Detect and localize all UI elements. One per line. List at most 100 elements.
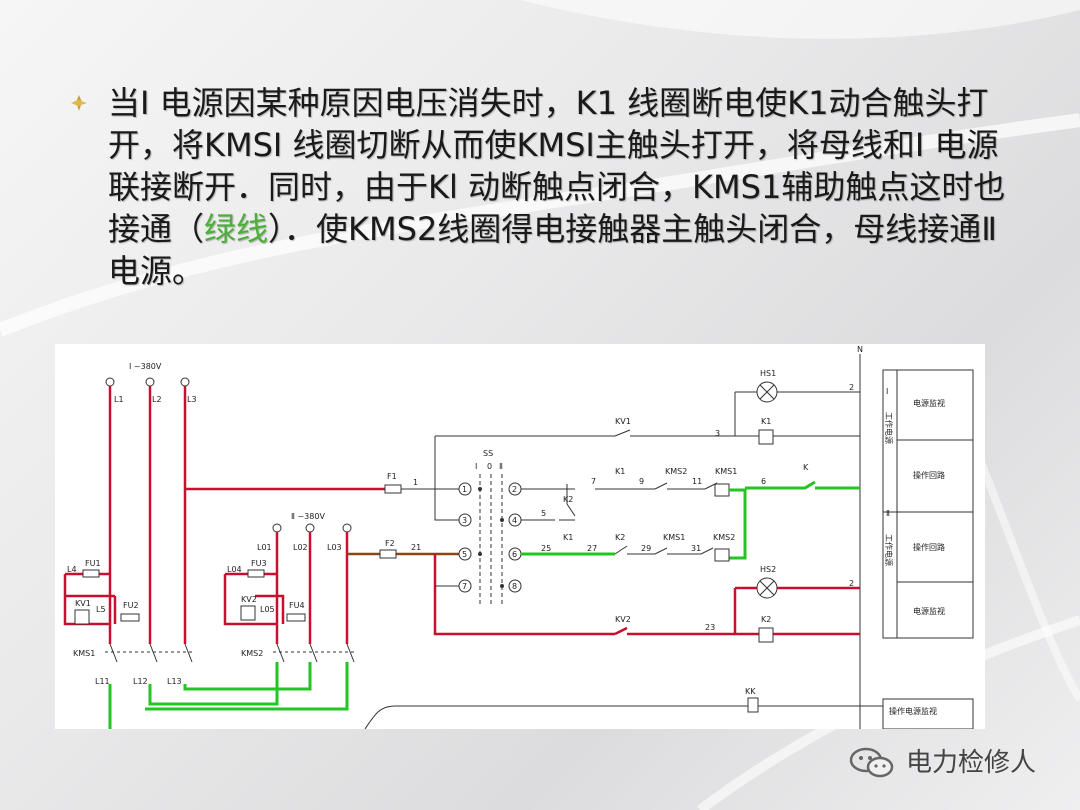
k1-nc-label: K1 <box>563 533 573 542</box>
label-n25: 25 <box>541 544 551 553</box>
label-l13: L13 <box>167 677 182 686</box>
label-n3: 3 <box>715 429 720 438</box>
ss-label: SS <box>483 449 493 458</box>
ss-t4: 4 <box>512 516 517 525</box>
kms2-contacts <box>273 643 355 663</box>
k2-contact-label: K2 <box>563 495 573 504</box>
label-n7: 7 <box>591 477 596 486</box>
ss-pos2: Ⅱ <box>499 462 503 471</box>
label-n2-bottom: 2 <box>849 579 854 588</box>
line-l3: L3 <box>187 395 197 404</box>
label-kms1: KMS1 <box>73 649 95 658</box>
row1-label: 电源监视 <box>913 398 945 408</box>
ss-t7: 7 <box>462 582 467 591</box>
label-l04: L04 <box>227 565 242 574</box>
side-vertical-text: 工作电源 工作电源 <box>884 412 894 566</box>
label-l05: L05 <box>260 605 275 614</box>
bottom-box-label: 操作电源监视 <box>889 706 937 716</box>
kv2-contact-label: KV2 <box>615 615 631 624</box>
label-l4: L4 <box>67 565 77 574</box>
label-kv1: KV1 <box>75 599 91 608</box>
side-work1-label: 工作电源 <box>884 412 894 444</box>
label-l11: L11 <box>95 677 110 686</box>
ss-t6: 6 <box>512 550 517 559</box>
label-n29: 29 <box>641 544 651 553</box>
label-n31: 31 <box>691 544 701 553</box>
wechat-icon <box>849 747 894 778</box>
source2-label: Ⅱ ~380V <box>291 512 325 521</box>
ss-t5: 5 <box>462 550 467 559</box>
ss-t3: 3 <box>462 516 467 525</box>
label-fu3: FU3 <box>251 559 267 568</box>
text-part-2: ）．使KMS2线圈得电接触器主触头闭合，母线接通Ⅱ电源。 <box>108 210 998 290</box>
label-kv2: KV2 <box>241 595 257 604</box>
supply-2: Ⅱ ~380V L01 L02 L03 <box>257 512 352 552</box>
side-work2-label: 工作电源 <box>884 534 894 566</box>
kms1-coil-label: KMS1 <box>715 467 737 476</box>
label-f2: F2 <box>385 539 395 548</box>
side1-label: Ⅰ <box>886 387 888 396</box>
kms2-coil-label: KMS2 <box>713 533 735 542</box>
mains-1-wires <box>63 386 385 644</box>
ss-t2: 2 <box>512 485 517 494</box>
ss-pos0: 0 <box>487 462 492 471</box>
green-line-highlight: 绿线 <box>204 210 269 248</box>
circuit-diagram: Ⅰ ~380V L1 L2 L3 L4 FU1 KV1 L5 FU2 KMS1 … <box>55 344 985 729</box>
label-fu1: FU1 <box>85 559 101 568</box>
side2-label: Ⅱ <box>886 509 890 518</box>
label-n9: 9 <box>639 477 644 486</box>
label-n27: 27 <box>587 544 597 553</box>
hs2-label: HS2 <box>760 565 776 574</box>
label-n1: 1 <box>413 478 418 487</box>
k2-coil-label: K2 <box>761 615 771 624</box>
watermark: 电力检修人 <box>848 742 1058 784</box>
ss-t8: 8 <box>512 582 517 591</box>
label-fu2: FU2 <box>123 601 139 610</box>
row2-label: 操作回路 <box>913 470 945 480</box>
kk-label: KK <box>745 687 756 696</box>
kms2-contact-label: KMS2 <box>665 467 687 476</box>
ss-t1: 1 <box>462 485 467 494</box>
label-fu4: FU4 <box>289 601 305 610</box>
label-n5: 5 <box>541 509 546 518</box>
supply-1: Ⅰ ~380V L1 L2 L3 <box>105 362 197 404</box>
row4-label: 电源监视 <box>913 606 945 616</box>
red-control-path <box>614 586 860 636</box>
k-contact-label: K <box>803 463 809 472</box>
neutral-label: N <box>857 345 863 354</box>
line-l01: L01 <box>257 543 272 552</box>
label-n11: 11 <box>692 477 702 486</box>
label-n6: 6 <box>761 477 766 486</box>
line-l2: L2 <box>152 395 162 404</box>
green-control-path <box>521 480 860 560</box>
row3-label: 操作回路 <box>913 542 945 552</box>
watermark-text: 电力检修人 <box>906 748 1037 778</box>
text-part-1: 当I 电源因某种原因电压消失时，K1 线圈断电使K1动合触头打开，将KMSI 线… <box>108 84 1006 248</box>
label-l12: L12 <box>133 677 148 686</box>
label-n21: 21 <box>411 543 421 552</box>
label-kms2: KMS2 <box>241 649 263 658</box>
kms1-aux-label: KMS1 <box>663 533 685 542</box>
k1-coil-label: K1 <box>761 417 771 426</box>
label-f1: F1 <box>387 472 397 481</box>
label-n23: 23 <box>705 623 715 632</box>
ss-pos1: Ⅰ <box>475 462 477 471</box>
green-bus-wires <box>108 662 349 729</box>
control-upper <box>521 429 745 521</box>
circuit-svg: Ⅰ ~380V L1 L2 L3 L4 FU1 KV1 L5 FU2 KMS1 … <box>63 345 974 729</box>
body-text: 当I 电源因某种原因电压消失时，K1 线圈断电使K1动合触头打开，将KMSI 线… <box>108 82 1008 292</box>
k1-contact-label: K1 <box>615 467 625 476</box>
hs1-label: HS1 <box>760 369 776 378</box>
kv1-contact-label: KV1 <box>615 417 631 426</box>
k2-nc-label: K2 <box>615 533 625 542</box>
label-n2-top: 2 <box>849 383 854 392</box>
control-lower <box>559 519 714 555</box>
label-l5: L5 <box>96 605 106 614</box>
diamond-bullet-icon <box>71 95 87 111</box>
line-l02: L02 <box>293 543 308 552</box>
function-table: Ⅰ Ⅱ 电源监视 操作回路 操作回路 电源监视 操作电源监视 <box>882 369 974 729</box>
source1-label: Ⅰ ~380V <box>129 362 162 371</box>
line-l1: L1 <box>114 395 124 404</box>
kms1-contacts <box>105 643 195 663</box>
